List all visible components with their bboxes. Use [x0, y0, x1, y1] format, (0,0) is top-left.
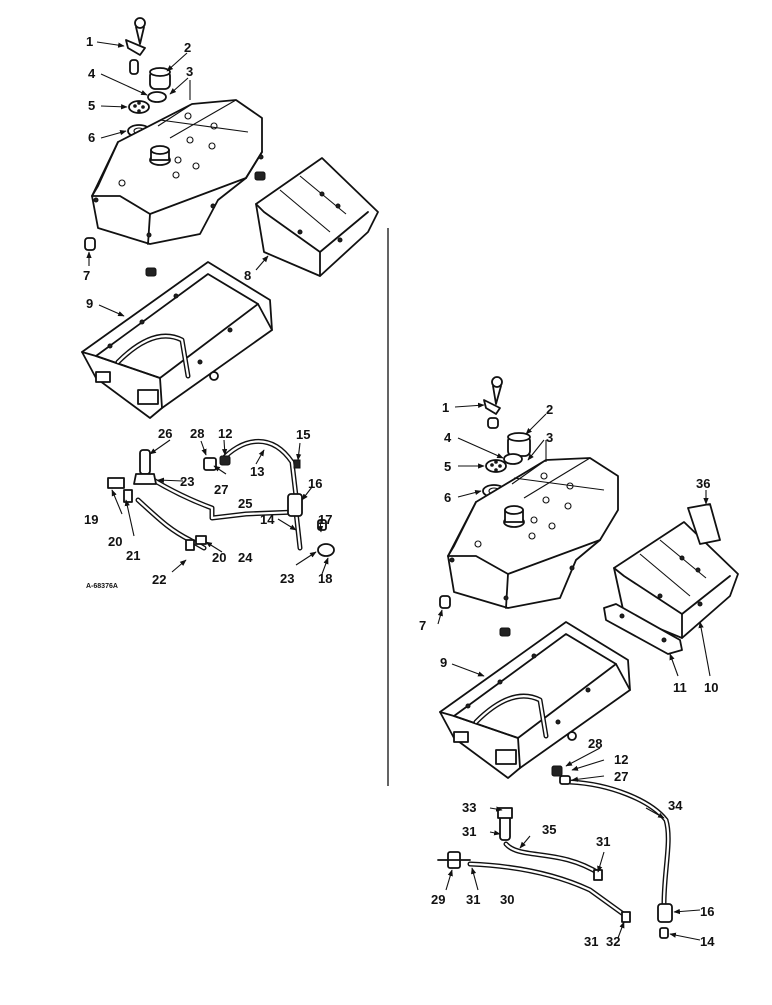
- callout-36: 36: [696, 476, 710, 491]
- callout-7: 7: [83, 268, 90, 283]
- gasket-ring: [485, 459, 507, 473]
- tank-mount-pad: [145, 267, 157, 277]
- callout-11: 11: [673, 680, 687, 695]
- callout-4: 4: [88, 66, 96, 81]
- callout-1: 1: [442, 400, 449, 415]
- callout-9: 9: [440, 655, 447, 670]
- callout-6: 6: [88, 130, 95, 145]
- callout-12: 12: [218, 426, 232, 441]
- callout-27: 27: [614, 769, 628, 784]
- callout-33: 33: [462, 800, 476, 815]
- shield-plate: [603, 603, 683, 655]
- callout-2: 2: [546, 402, 553, 417]
- callout-5: 5: [88, 98, 95, 113]
- callout-19: 19: [84, 512, 98, 527]
- tank-shield: [255, 157, 379, 277]
- callout-13: 13: [250, 464, 264, 479]
- callout-24: 24: [238, 550, 253, 565]
- callout-35: 35: [542, 822, 556, 837]
- callout-23: 23: [180, 474, 194, 489]
- fuel-gauge-sender: [483, 376, 503, 429]
- callout-32: 32: [606, 934, 620, 949]
- drain-plug: [439, 595, 451, 609]
- callout-12: 12: [614, 752, 628, 767]
- callout-7: 7: [419, 618, 426, 633]
- callout-16: 16: [308, 476, 322, 491]
- callout-28: 28: [588, 736, 602, 751]
- callout-14: 14: [700, 934, 715, 949]
- callout-3: 3: [546, 430, 553, 445]
- shield-strip: [687, 503, 721, 545]
- callout-3: 3: [186, 64, 193, 79]
- gasket-ring: [128, 100, 150, 114]
- callout-31: 31: [596, 834, 610, 849]
- callout-20: 20: [212, 550, 226, 565]
- callout-20: 20: [108, 534, 122, 549]
- tank-mount-pad: [499, 627, 511, 637]
- callout-1: 1: [86, 34, 93, 49]
- callout-22: 22: [152, 572, 166, 587]
- fuel-gauge-sender: [125, 17, 146, 75]
- callout-28: 28: [190, 426, 204, 441]
- callout-27: 27: [214, 482, 228, 497]
- drain-plug: [84, 237, 96, 251]
- callout-17: 17: [318, 512, 332, 527]
- tank-mount-pad: [254, 171, 266, 181]
- tank-support-frame: [81, 261, 273, 419]
- callout-31: 31: [584, 934, 598, 949]
- callout-29: 29: [431, 892, 445, 907]
- callout-21: 21: [126, 548, 140, 563]
- callout-6: 6: [444, 490, 451, 505]
- fuel-cap: [503, 432, 531, 465]
- callout-25: 25: [238, 496, 252, 511]
- left-callout-labels: 1 2 3 4 5 6 7 8 9 12 13 14 15 16 17 18 1…: [83, 34, 332, 590]
- fuel-line-assembly: [437, 765, 673, 939]
- callout-8: 8: [244, 268, 251, 283]
- callout-31: 31: [462, 824, 476, 839]
- tank-shield: [613, 521, 739, 639]
- left-assembly: [81, 17, 379, 557]
- right-assembly: [437, 376, 739, 939]
- callout-9: 9: [86, 296, 93, 311]
- drawing-code: A-68376A: [86, 583, 118, 590]
- leader-lines: [86, 41, 711, 941]
- callout-2: 2: [184, 40, 191, 55]
- callout-26: 26: [158, 426, 172, 441]
- callout-23: 23: [280, 571, 294, 586]
- callout-4: 4: [444, 430, 452, 445]
- callout-18: 18: [318, 571, 332, 586]
- callout-14: 14: [260, 512, 275, 527]
- callout-30: 30: [500, 892, 514, 907]
- callout-16: 16: [700, 904, 714, 919]
- fuel-tank: [91, 99, 264, 245]
- fuel-line-assembly: [107, 439, 335, 557]
- right-callout-labels: 1 2 3 4 5 6 7 9 10 11 12 14 16 27 28 29 …: [419, 400, 718, 949]
- fuel-cap: [147, 67, 171, 103]
- callout-34: 34: [668, 798, 683, 813]
- callout-15: 15: [296, 427, 310, 442]
- callout-31: 31: [466, 892, 480, 907]
- tank-support-frame: [439, 621, 631, 779]
- fuel-tank: [447, 457, 619, 609]
- callout-10: 10: [704, 680, 718, 695]
- callout-5: 5: [444, 459, 451, 474]
